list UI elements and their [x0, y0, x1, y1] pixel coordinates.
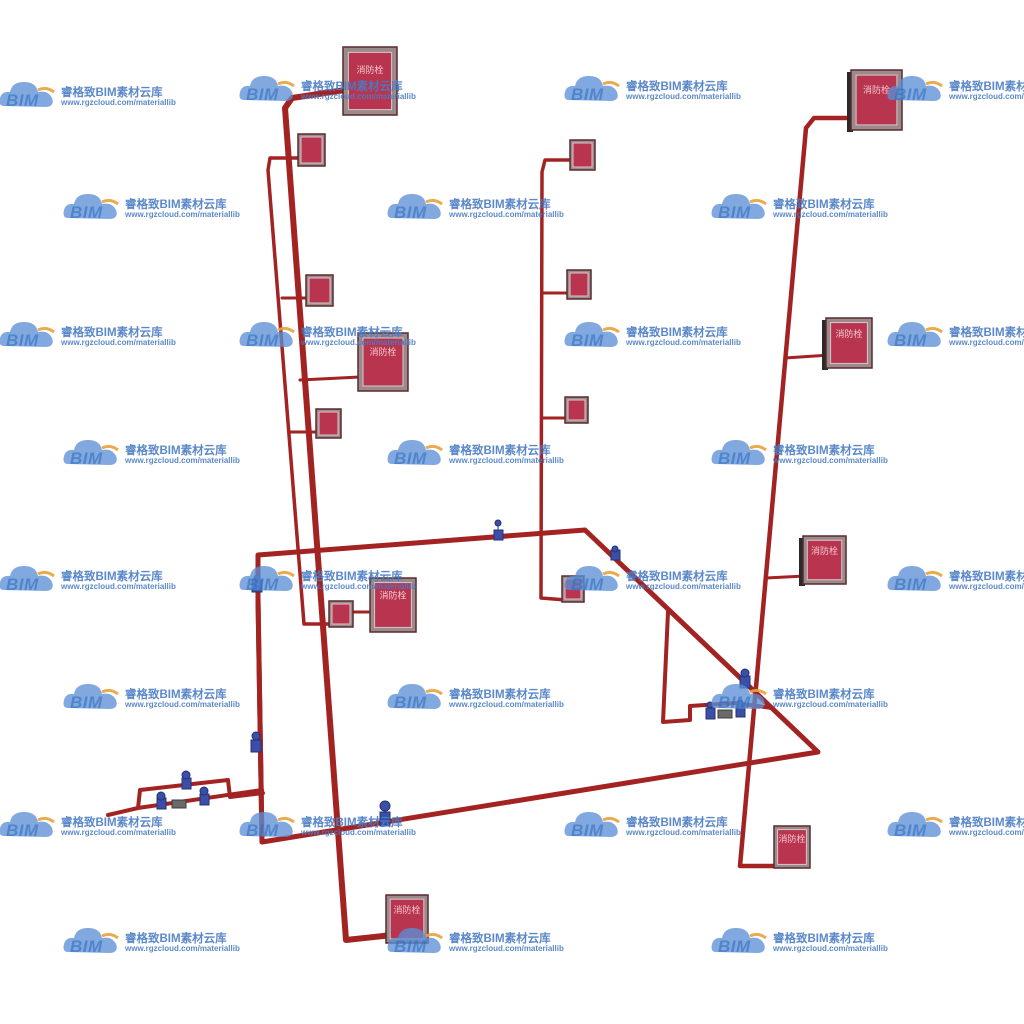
- ring-main-loop: [255, 527, 821, 845]
- middle-riser: [539, 158, 572, 602]
- hydrant-cabinet: 消防栓: [799, 535, 847, 586]
- cabinet-label: 消防栓: [811, 545, 838, 557]
- cabinet-label: 消防栓: [379, 590, 406, 602]
- hydrant-cabinet: 消防栓: [342, 46, 398, 116]
- right-riser: [737, 115, 861, 869]
- vertical-connector: [255, 597, 265, 845]
- gate-valve-icon: [199, 786, 210, 806]
- hydrant-cabinet: [564, 396, 589, 424]
- gate-valve-icon: [156, 791, 167, 810]
- hydrant-cabinet: 消防栓: [357, 332, 409, 392]
- gate-valve-icon: [251, 574, 263, 593]
- hydrant-cabinet: 消防栓: [822, 317, 873, 370]
- left-main-riser: [282, 87, 395, 943]
- cabinet-label: 消防栓: [835, 328, 862, 340]
- check-valve-icon: [171, 799, 187, 809]
- hydrant-cabinet: [328, 600, 354, 628]
- hydrant-cabinet: [315, 408, 342, 439]
- hydrant-cabinet: [305, 274, 334, 307]
- cabinet-label: 消防栓: [356, 64, 383, 76]
- branch-pipe: [764, 574, 807, 580]
- gate-valve-icon: [379, 800, 391, 827]
- hydrant-cabinet: [566, 269, 592, 300]
- check-valve-icon: [717, 709, 733, 719]
- cabinet-label: 消防栓: [393, 904, 420, 916]
- cabinet-label: 消防栓: [369, 346, 396, 358]
- hydrant-cabinet: [569, 139, 596, 171]
- gate-valve-icon: [493, 519, 504, 541]
- cabinet-label: 消防栓: [778, 833, 805, 845]
- gate-valve-icon: [739, 668, 751, 689]
- hydrant-cabinet: 消防栓: [773, 825, 811, 869]
- pipe-network: [106, 87, 861, 943]
- gate-valve-icon: [181, 770, 192, 790]
- branch-pipe: [298, 375, 362, 382]
- hydrant-cabinet: 消防栓: [385, 894, 429, 944]
- hydrant-cabinet: 消防栓: [369, 577, 417, 633]
- hydrant-cabinet: [561, 575, 585, 603]
- left-branch-riser: [266, 156, 334, 626]
- gate-valve-icon: [250, 731, 262, 753]
- valves: [156, 519, 751, 827]
- hydrant-cabinet: 消防栓: [847, 69, 903, 132]
- cabinet-label: 消防栓: [863, 84, 890, 96]
- hydrant-cabinet: [297, 133, 326, 167]
- gate-valve-icon: [610, 545, 621, 561]
